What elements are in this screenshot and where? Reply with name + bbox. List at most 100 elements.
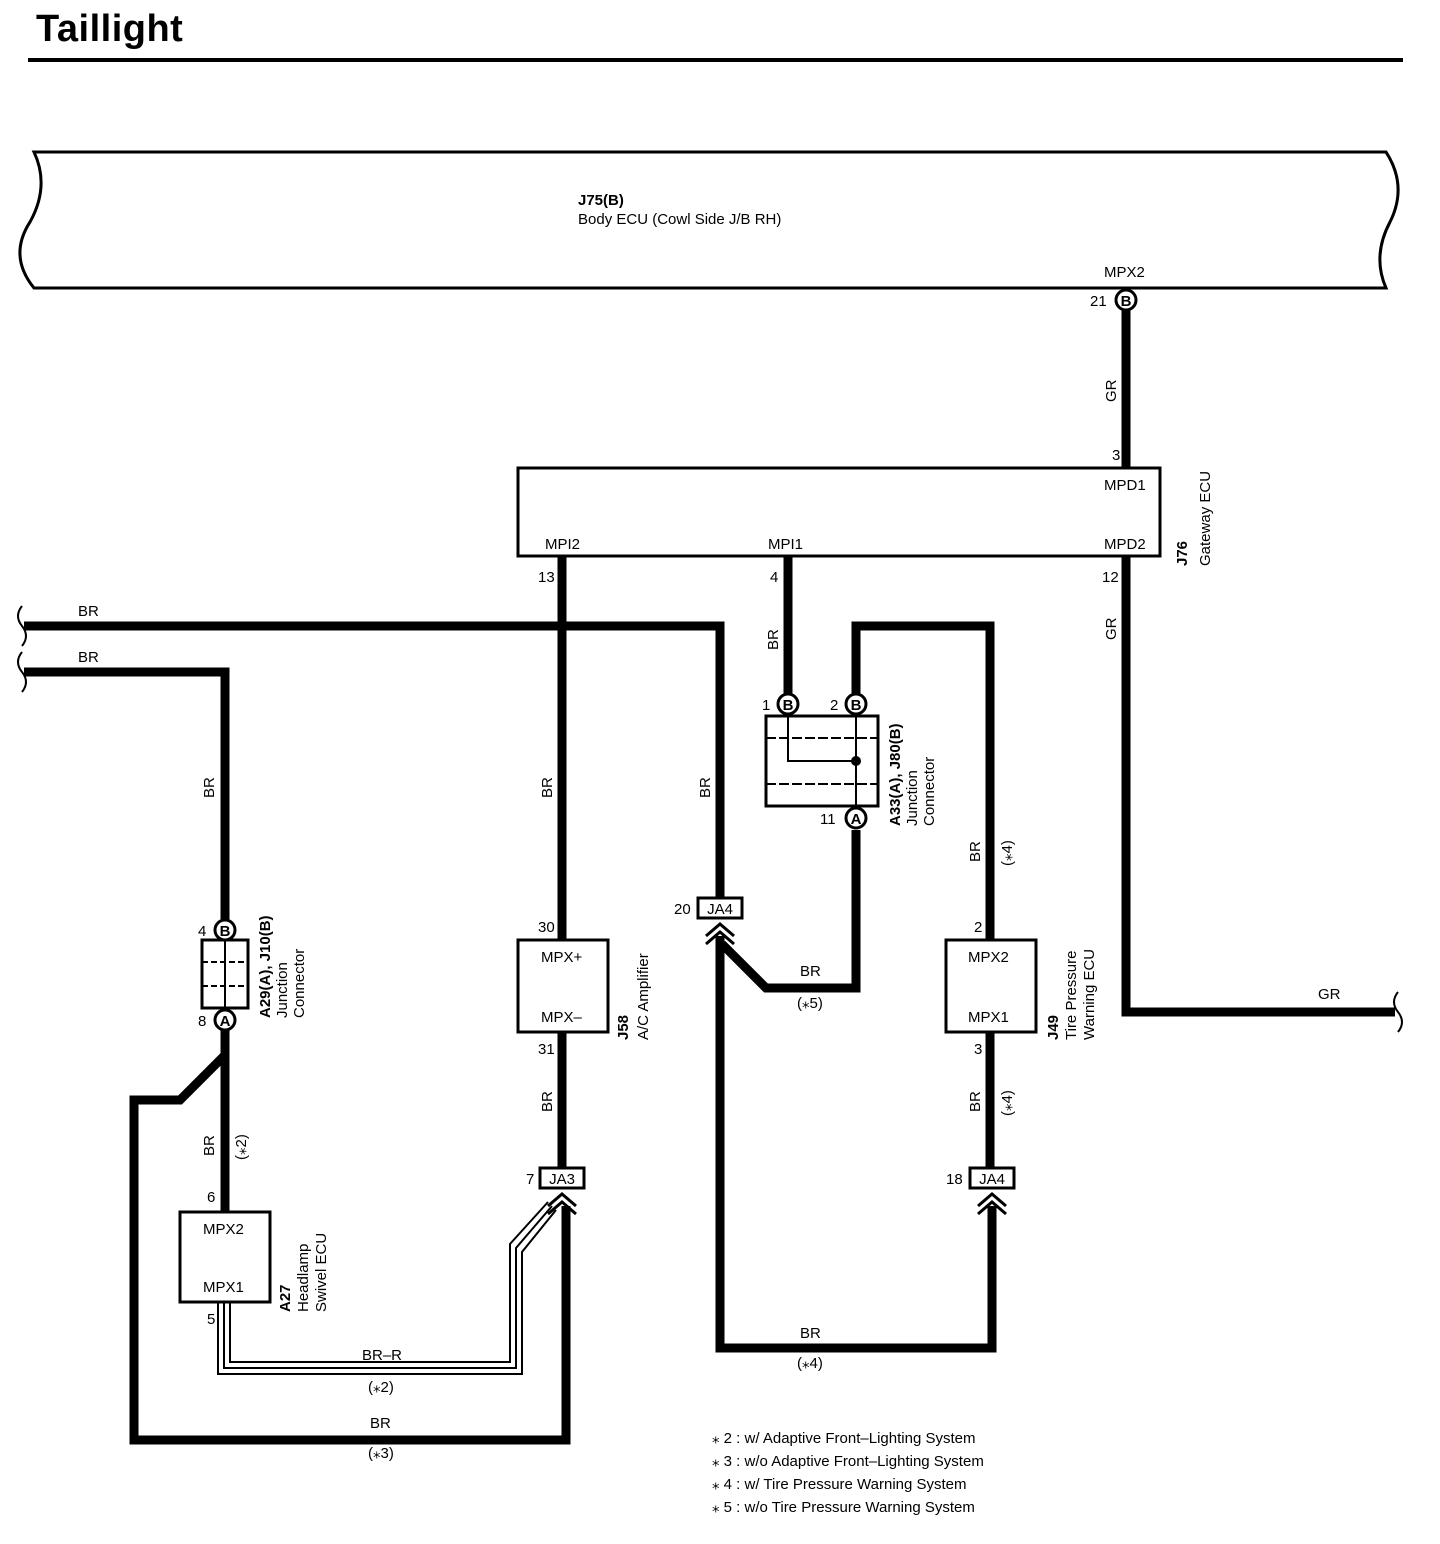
ac-amp-mpxm: MPX– — [541, 1009, 583, 1026]
legend: ⁎ 2 : w/ Adaptive Front–Lighting System … — [712, 1430, 984, 1516]
label-star4-tpw-bot: (⁎4) — [999, 1090, 1016, 1116]
ac-amp-mpxp: MPX+ — [541, 949, 583, 966]
label-star3: (⁎3) — [368, 1445, 394, 1462]
ac-amplifier: MPX+ MPX– 30 31 J58 A/C Amplifier — [516, 919, 652, 1058]
wire-br-star3 — [129, 1051, 571, 1445]
wire-br-star4 — [715, 936, 997, 1353]
ja4-right-pin: 18 — [946, 1171, 963, 1188]
ja4-right: JA4 18 — [946, 1166, 1016, 1216]
gateway-pin-mpi1: 4 — [770, 569, 778, 586]
label-br-star5: BR — [800, 963, 821, 980]
label-star2-headlamp: (⁎2) — [233, 1134, 250, 1160]
ja4-right-label: JA4 — [979, 1171, 1005, 1188]
legend-item: ⁎ 4 : w/ Tire Pressure Warning System — [712, 1476, 967, 1493]
wire-br-j80-tpw — [851, 621, 995, 940]
ja4-left-pin: 20 — [674, 901, 691, 918]
ac-amp-code: J58 — [615, 1015, 632, 1040]
jc-left-conn-top: B — [220, 923, 231, 940]
junction-connector-left: B A 4 8 A29(A), J10(B) Junction Connecto… — [198, 915, 308, 1032]
label-br-acamp: BR — [539, 1091, 556, 1112]
page-title: Taillight — [36, 8, 184, 50]
label-star4: (⁎4) — [797, 1355, 823, 1372]
legend-item: ⁎ 3 : w/o Adaptive Front–Lighting System — [712, 1453, 984, 1470]
legend-item: ⁎ 2 : w/ Adaptive Front–Lighting System — [712, 1430, 975, 1447]
tire-pressure-ecu: MPX2 MPX1 2 3 J49 Tire Pressure Warning … — [944, 919, 1098, 1058]
label-gr-2: GR — [1103, 617, 1120, 640]
label-br-headlamp: BR — [201, 1135, 218, 1156]
label-br-second: BR — [78, 649, 99, 666]
tpw-name2: Warning ECU — [1081, 949, 1098, 1040]
ac-amp-pin-bot: 31 — [538, 1041, 555, 1058]
jc-right-pin1: 1 — [762, 697, 770, 714]
jc-left-pin-top: 4 — [198, 923, 206, 940]
body-ecu: J75(B) Body ECU (Cowl Side J/B RH) MPX2 … — [18, 150, 1400, 312]
headlamp-code: A27 — [277, 1284, 294, 1312]
label-br-mpi2: BR — [539, 777, 556, 798]
body-ecu-code: J75(B) — [578, 192, 624, 209]
gateway-mpi2: MPI2 — [545, 536, 580, 553]
ac-amp-pin-top: 30 — [538, 919, 555, 936]
label-brr: BR–R — [362, 1347, 402, 1364]
label-star4-tpw-top: (⁎4) — [999, 840, 1016, 866]
legend-item: ⁎ 5 : w/o Tire Pressure Warning System — [712, 1499, 975, 1516]
label-star5: (⁎5) — [797, 995, 823, 1012]
headlamp-mpx2: MPX2 — [203, 1221, 244, 1238]
tpw-name1: Tire Pressure — [1063, 951, 1080, 1040]
label-br-star3: BR — [370, 1415, 391, 1432]
jc-right-pin11: 11 — [820, 811, 836, 828]
tpw-pin-top: 2 — [974, 919, 982, 936]
gateway-ecu: MPD1 MPI2 MPI1 MPD2 3 13 4 12 J76 Gatewa… — [516, 447, 1214, 586]
ja3-pin: 7 — [526, 1171, 534, 1188]
label-star2-brr: (⁎2) — [368, 1379, 394, 1396]
gateway-pin-mpd1: 3 — [1112, 447, 1120, 464]
label-br-ja4: BR — [697, 777, 714, 798]
wire-br-top — [24, 621, 725, 898]
jc-right-code: A33(A), J80(B) — [887, 723, 904, 826]
tpw-pin-bot: 3 — [974, 1041, 982, 1058]
label-gr-3: GR — [1318, 986, 1341, 1003]
wire-gr-mpd2 — [1121, 556, 1395, 1017]
body-ecu-pin-label: MPX2 — [1104, 264, 1145, 281]
gateway-pin-mpd2: 12 — [1102, 569, 1119, 586]
title-rule — [28, 58, 1403, 62]
jc-right-conn1: B — [783, 697, 794, 714]
jc-right-name2: Connector — [921, 757, 938, 826]
gateway-mpd1: MPD1 — [1104, 477, 1146, 494]
headlamp-name1: Headlamp — [295, 1244, 312, 1312]
ja4-left: JA4 20 — [674, 896, 744, 946]
wire-labels: GR GR GR BR BR BR BR BR BR BR (⁎4) BR (⁎… — [78, 379, 1341, 1462]
jc-left-name1: Junction — [274, 962, 291, 1018]
ja3-label: JA3 — [549, 1171, 575, 1188]
gateway-code: J76 — [1174, 541, 1191, 566]
label-br-star4: BR — [800, 1325, 821, 1342]
tpw-code: J49 — [1045, 1015, 1062, 1040]
jc-left-conn-bot: A — [220, 1013, 231, 1030]
ac-amp-name: A/C Amplifier — [635, 953, 652, 1040]
wire-br-second — [24, 667, 230, 920]
headlamp-name2: Swivel ECU — [313, 1233, 330, 1312]
junction-connector-right: B B A 1 2 11 A33(A), J80(B) Junction Con… — [762, 692, 938, 830]
jc-left-name2: Connector — [291, 949, 308, 1018]
jc-right-name1: Junction — [904, 770, 921, 826]
label-br-tpw-top: BR — [967, 841, 984, 862]
tpw-mpx2: MPX2 — [968, 949, 1009, 966]
ja3: JA3 7 — [526, 1166, 586, 1216]
connector-b-badge: B — [1114, 288, 1138, 312]
label-gr-1: GR — [1103, 379, 1120, 402]
headlamp-mpx1: MPX1 — [203, 1279, 244, 1296]
label-br-tpw-bot: BR — [967, 1091, 984, 1112]
jc-left-pin-bot: 8 — [198, 1013, 206, 1030]
headlamp-pin-top: 6 — [207, 1189, 215, 1206]
label-br-mpi1: BR — [765, 629, 782, 650]
ja4-left-label: JA4 — [707, 901, 733, 918]
gateway-mpd2: MPD2 — [1104, 536, 1146, 553]
headlamp-pin-bot: 5 — [207, 1311, 215, 1328]
jc-right-conn11: A — [851, 811, 862, 828]
jc-right-pin2: 2 — [830, 697, 838, 714]
jc-left-code: A29(A), J10(B) — [257, 915, 274, 1018]
jc-right-conn2: B — [851, 697, 862, 714]
label-br-top: BR — [78, 603, 99, 620]
gateway-mpi1: MPI1 — [768, 536, 803, 553]
gateway-name: Gateway ECU — [1197, 471, 1214, 566]
wires — [24, 310, 1395, 1445]
